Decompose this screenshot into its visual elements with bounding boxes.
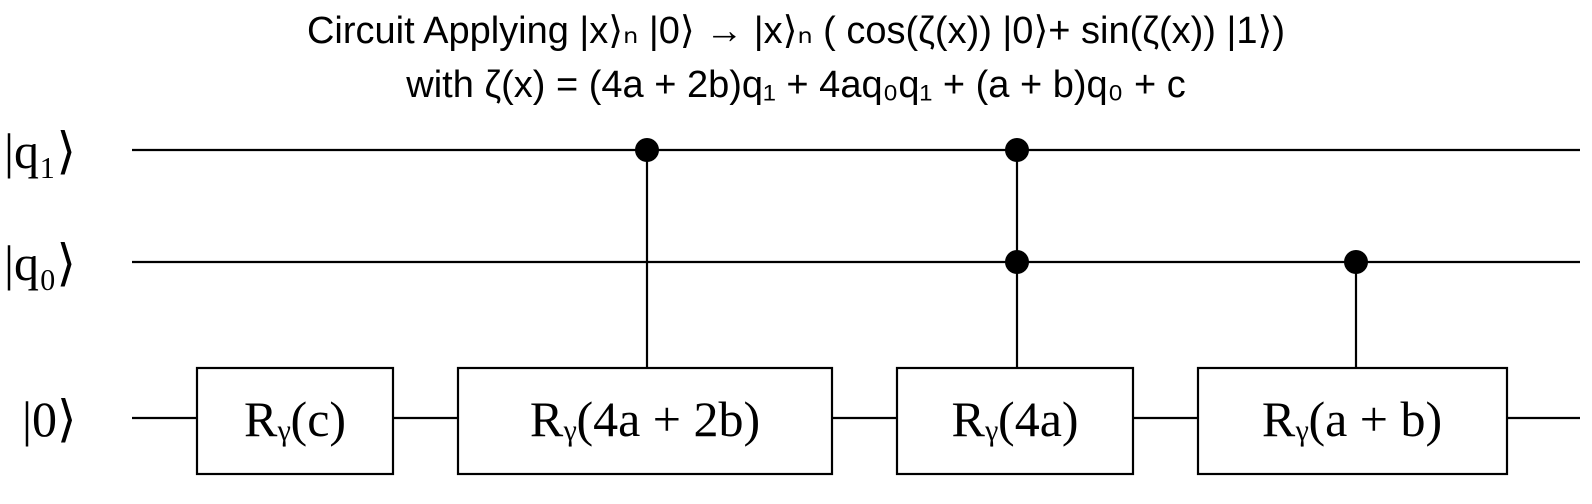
title-line-2: with ζ(x) = (4a + 2b)q₁ + 4aq₀q₁ + (a + … <box>406 64 1186 106</box>
wire-label-anc: |0⟩ <box>22 391 77 447</box>
control-dot-g2-q1 <box>635 138 659 162</box>
gate-ry-4a: Rᵧ(4a) <box>895 366 1135 476</box>
gate-label-ry-a-b: Rᵧ(a + b) <box>1262 391 1442 447</box>
gate-ry-c: Rᵧ(c) <box>195 366 395 476</box>
wire-label-q1: |q₁⟩ <box>4 123 76 179</box>
gate-ry-a-b: Rᵧ(a + b) <box>1196 366 1509 476</box>
gate-label-ry-4a: Rᵧ(4a) <box>951 391 1078 447</box>
control-dot-g3-q1 <box>1005 138 1029 162</box>
gate-label-ry-c: Rᵧ(c) <box>244 391 346 447</box>
control-dot-g4-q0 <box>1344 250 1368 274</box>
gate-ry-4a-2b: Rᵧ(4a + 2b) <box>456 366 834 476</box>
wire-label-q0: |q₀⟩ <box>4 235 76 291</box>
gate-label-ry-4a-2b: Rᵧ(4a + 2b) <box>530 391 760 447</box>
title-line-1: Circuit Applying |x⟩ₙ |0⟩ → |x⟩ₙ ( cos(ζ… <box>306 10 1286 52</box>
control-dot-g3-q0 <box>1005 250 1029 274</box>
